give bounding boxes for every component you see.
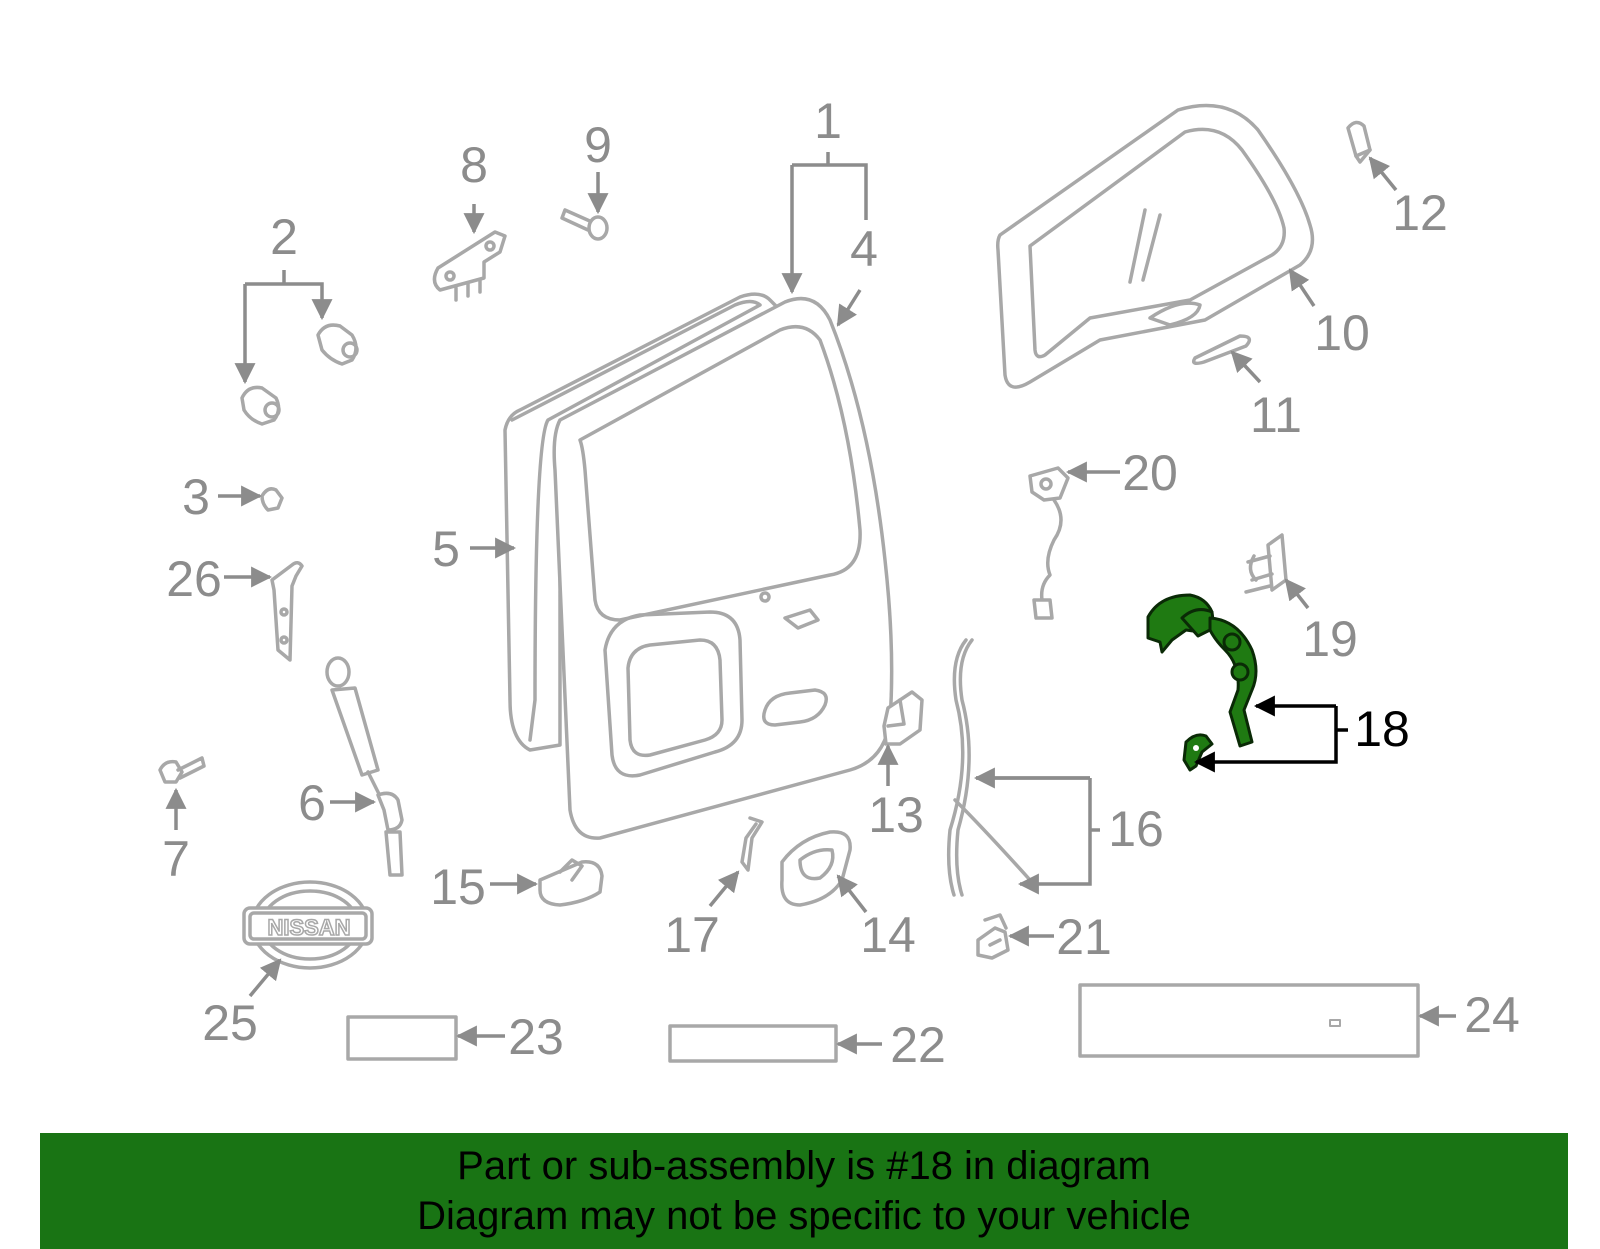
callout-17: 17 — [664, 907, 720, 963]
emblem-logo-text: NISSAN — [267, 915, 350, 940]
label-plate-23 — [346, 1015, 458, 1061]
callout-2: 2 — [270, 209, 298, 265]
handle-part — [780, 830, 852, 907]
retainer-clip-part — [976, 913, 1010, 960]
gas-strut-part — [325, 656, 404, 877]
bracket-part — [270, 561, 304, 662]
callout-3: 3 — [182, 469, 210, 525]
callout-13: 13 — [868, 787, 924, 843]
clip-part — [260, 487, 284, 512]
callout-21: 21 — [1056, 909, 1112, 965]
banner-line-part-number: Part or sub-assembly is #18 in diagram — [457, 1144, 1151, 1188]
lock-cylinder-assembly-18 — [1146, 593, 1258, 772]
callout-9: 9 — [584, 117, 612, 173]
callout-25: 25 — [202, 995, 258, 1051]
label-plate-24-mark — [1329, 1019, 1341, 1027]
info-banner: Part or sub-assembly is #18 in diagram D… — [40, 1133, 1568, 1249]
banner-line-disclaimer: Diagram may not be specific to your vehi… — [417, 1194, 1191, 1238]
callout-16: 16 — [1108, 801, 1164, 857]
callout-6: 6 — [298, 775, 326, 831]
callout-23: 23 — [508, 1009, 564, 1065]
callout-5: 5 — [432, 521, 460, 577]
stud-part — [1346, 120, 1372, 164]
callout-19: 19 — [1302, 611, 1358, 667]
back-glass-part — [996, 103, 1315, 389]
callout-1: 1 — [814, 93, 842, 149]
trim-bar-part — [1191, 334, 1252, 366]
callout-15: 15 — [430, 859, 486, 915]
label-plate-24 — [1078, 983, 1420, 1058]
bolt-part-9 — [560, 208, 609, 241]
label-plate-22 — [668, 1024, 838, 1063]
parts-diagram: NISSAN — [158, 93, 1520, 1073]
leader-lines — [165, 152, 1456, 1055]
callout-24: 24 — [1464, 987, 1520, 1043]
rod-clip-part — [740, 816, 764, 872]
rubber-bumper-parts — [240, 323, 359, 426]
callout-22: 22 — [890, 1017, 946, 1073]
callout-14: 14 — [860, 907, 916, 963]
actuator-part — [1028, 466, 1070, 620]
callout-labels: 1 2 3 4 5 6 7 8 9 10 11 12 13 14 15 16 1… — [162, 93, 1520, 1073]
callout-10: 10 — [1314, 305, 1370, 361]
latch-bracket-part — [1244, 533, 1288, 594]
hinge-part — [432, 230, 507, 302]
back-door-panel — [503, 292, 894, 840]
striker-part — [538, 858, 604, 907]
callout-18: 18 — [1354, 701, 1410, 757]
callout-12: 12 — [1392, 185, 1448, 241]
callout-11: 11 — [1250, 387, 1302, 443]
callout-26: 26 — [166, 551, 222, 607]
latch-part-13 — [882, 690, 924, 746]
emblem-part: NISSAN — [242, 880, 374, 970]
callout-4: 4 — [850, 221, 878, 277]
bolt-part — [158, 756, 206, 784]
callout-8: 8 — [460, 137, 488, 193]
callout-20: 20 — [1122, 445, 1178, 501]
callout-7: 7 — [162, 831, 190, 887]
rod-parts — [946, 638, 1038, 897]
